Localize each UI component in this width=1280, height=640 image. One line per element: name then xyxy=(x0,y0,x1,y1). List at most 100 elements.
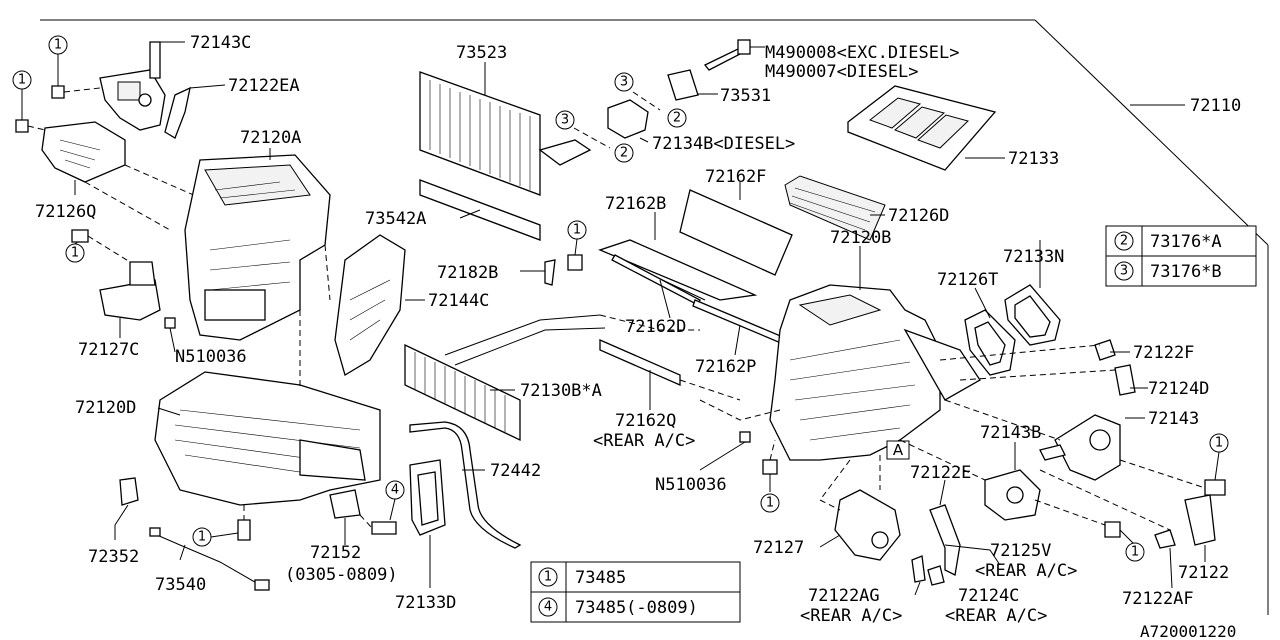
label-72134B: 72134B<DIESEL> xyxy=(652,134,795,154)
label-72152: 72152 xyxy=(310,543,361,563)
lever-72122EA[interactable] xyxy=(164,86,191,139)
screw-1g[interactable]: 1 xyxy=(1204,433,1229,496)
label-72152-note: (0305-0809) xyxy=(285,565,398,585)
link-72125V[interactable] xyxy=(944,544,1001,566)
bolt-M490008[interactable] xyxy=(703,39,751,71)
label-72122: 72122 xyxy=(1178,563,1229,583)
label-72122AF: 72122AF xyxy=(1122,589,1194,609)
callout-3b[interactable]: 3 xyxy=(555,110,575,130)
label-72162Q-note: <REAR A/C> xyxy=(593,431,695,451)
frame xyxy=(40,19,1269,615)
label-72162P: 72162P xyxy=(695,357,756,377)
part-72124D[interactable] xyxy=(1114,364,1136,396)
label-72130BA: 72130B*A xyxy=(520,381,602,401)
label-72143: 72143 xyxy=(1148,409,1199,429)
screw-1a[interactable]: 1 xyxy=(48,35,68,99)
screw-1b[interactable]: 1 xyxy=(12,70,32,133)
screw-1f[interactable]: 1 xyxy=(760,459,780,513)
label-72133N: 72133N xyxy=(1003,247,1064,267)
svg-text:1: 1 xyxy=(54,38,62,53)
label-72126T: 72126T xyxy=(937,270,998,290)
lever-72122F[interactable] xyxy=(1094,339,1116,361)
clip-N510036-b[interactable] xyxy=(739,431,751,443)
screw-4[interactable]: 4 xyxy=(371,480,405,535)
hose-72442[interactable] xyxy=(409,421,522,549)
filter-72133[interactable] xyxy=(847,85,997,171)
sensor-72352[interactable] xyxy=(114,477,139,526)
evaporator-73523[interactable] xyxy=(419,71,592,196)
legend-right-key-0: 2 xyxy=(1120,234,1128,249)
label-72122AG-note: <REAR A/C> xyxy=(800,606,902,626)
seal-72133D[interactable] xyxy=(409,459,446,536)
label-72143B: 72143B xyxy=(980,423,1041,443)
heater-core-72130BA[interactable] xyxy=(404,314,606,442)
reference-box-a: A xyxy=(886,440,910,460)
bracket-72144C[interactable] xyxy=(334,234,406,376)
label-72127: 72127 xyxy=(753,538,804,558)
label-72162D: 72162D xyxy=(625,317,686,337)
label-M490007: M490007<DIESEL> xyxy=(765,62,919,82)
svg-text:1: 1 xyxy=(1215,436,1223,451)
label-72133D: 72133D xyxy=(395,593,456,613)
panel-72162F[interactable] xyxy=(679,189,793,276)
case-72120D[interactable] xyxy=(154,371,381,506)
legend-bottom-part-1: 73485(-0809) xyxy=(575,598,698,618)
filter-72133N[interactable] xyxy=(1004,284,1061,346)
lever-72122AG[interactable] xyxy=(911,555,926,583)
mesh-72126D[interactable] xyxy=(784,175,886,241)
callout-2b[interactable]: 2 xyxy=(614,143,634,163)
label-72144C: 72144C xyxy=(428,291,489,311)
actuator-72143[interactable] xyxy=(1039,414,1121,481)
case-72120A[interactable] xyxy=(184,154,331,341)
label-72120A: 72120A xyxy=(240,128,301,148)
housing-72120B[interactable] xyxy=(769,284,981,461)
screw-1h[interactable]: 1 xyxy=(1104,521,1145,562)
callout-3a[interactable]: 3 xyxy=(614,72,634,92)
screw-1c[interactable]: 1 xyxy=(65,229,89,263)
seal-72126T[interactable] xyxy=(964,309,1016,376)
part-72134B[interactable] xyxy=(607,99,649,139)
svg-text:2: 2 xyxy=(673,111,681,126)
svg-text:A: A xyxy=(893,441,904,459)
part-72124C[interactable] xyxy=(927,565,945,586)
label-72127C: 72127C xyxy=(78,340,139,360)
lever-72122[interactable] xyxy=(1184,494,1216,546)
label-72122F: 72122F xyxy=(1133,343,1194,363)
bracket-72127[interactable] xyxy=(834,489,901,561)
clip-72182B[interactable] xyxy=(544,259,556,286)
label-73531: 73531 xyxy=(720,86,771,106)
panel-72162Q[interactable] xyxy=(599,339,741,401)
label-72133: 72133 xyxy=(1008,149,1059,169)
lever-72122E[interactable] xyxy=(929,504,961,576)
actuator-72143C[interactable] xyxy=(99,41,166,131)
rod-72162P[interactable] xyxy=(692,299,791,347)
svg-text:3: 3 xyxy=(620,75,628,90)
svg-text:1: 1 xyxy=(198,530,206,545)
label-72124C: 72124C xyxy=(958,586,1019,606)
label-72122EA: 72122EA xyxy=(228,76,300,96)
label-72442: 72442 xyxy=(490,461,541,481)
callout-2a[interactable]: 2 xyxy=(667,108,687,128)
label-72120D: 72120D xyxy=(75,398,136,418)
screw-1e[interactable]: 1 xyxy=(567,220,587,271)
part-73531[interactable] xyxy=(667,69,699,101)
label-72182B: 72182B xyxy=(437,263,498,283)
wire-73540[interactable] xyxy=(149,527,270,591)
legend-right: 2 73176*A 3 73176*B xyxy=(1105,225,1257,287)
lever-72122AF[interactable] xyxy=(1154,529,1176,549)
actuator-72143B[interactable] xyxy=(984,469,1041,521)
bracket-72152[interactable] xyxy=(329,489,361,519)
duct-72126Q[interactable] xyxy=(41,121,126,183)
label-72125V: 72125V xyxy=(990,541,1051,561)
label-72124C-note: <REAR A/C> xyxy=(945,606,1047,626)
svg-text:4: 4 xyxy=(391,483,399,498)
label-72126Q: 72126Q xyxy=(35,202,96,222)
svg-text:1: 1 xyxy=(18,73,26,88)
legend-right-part-1: 73176*B xyxy=(1150,262,1222,282)
screw-1d[interactable]: 1 xyxy=(192,519,251,547)
label-72124D: 72124D xyxy=(1148,379,1209,399)
label-N510036-a: N510036 xyxy=(175,347,247,367)
clip-N510036-a[interactable] xyxy=(164,317,176,329)
bracket-72127C[interactable] xyxy=(99,261,161,321)
